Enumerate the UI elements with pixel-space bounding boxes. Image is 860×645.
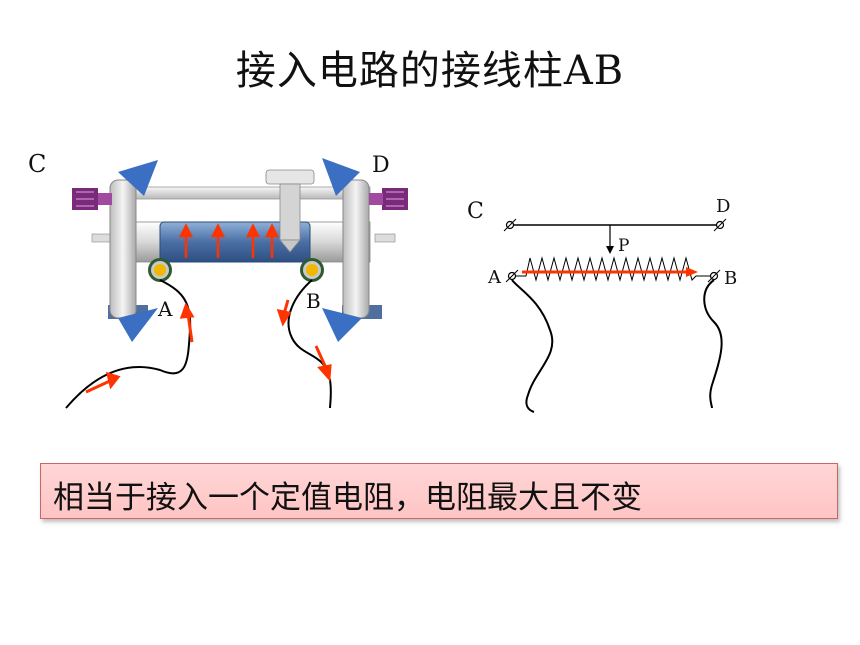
- terminal-d-knob: [369, 188, 408, 210]
- schematic-label-d: D: [716, 196, 730, 217]
- end-plate-right: [342, 179, 370, 319]
- label-c: C: [28, 150, 46, 178]
- end-plate-left: [109, 179, 137, 319]
- schematic-wire-a: [511, 279, 554, 413]
- slider-p-arrow: [606, 246, 614, 254]
- pin-left: [91, 233, 113, 243]
- label-d: D: [372, 153, 390, 178]
- schematic-label-a: A: [487, 267, 502, 288]
- direction-arrow-icons: [118, 158, 362, 342]
- rheostat-illustration: C D A B: [28, 150, 408, 409]
- wire-a: [65, 279, 192, 409]
- schematic-wire-b: [703, 279, 723, 409]
- rheostat-schematic: C D P A B: [467, 196, 737, 413]
- schematic-label-b: B: [724, 268, 737, 289]
- conclusion-box: 相当于接入一个定值电阻，电阻最大且不变: [40, 463, 838, 519]
- schematic-label-p: P: [618, 236, 629, 256]
- pin-right: [374, 233, 396, 243]
- coil-current-arrows: [178, 223, 280, 258]
- conclusion-text: 相当于接入一个定值电阻，电阻最大且不变: [53, 480, 642, 516]
- wire-b: [287, 279, 332, 409]
- terminal-c-knob: [72, 188, 112, 210]
- label-b: B: [306, 289, 321, 313]
- wire-current-arrows: [85, 299, 332, 394]
- terminal-b: [300, 258, 324, 282]
- slider-p: [265, 169, 315, 253]
- terminal-a: [148, 258, 172, 282]
- slide-title: 接入电路的接线柱AB: [235, 48, 625, 94]
- resistance-zigzag: [512, 256, 714, 282]
- label-a: A: [157, 297, 173, 321]
- schematic-label-c: C: [467, 199, 484, 224]
